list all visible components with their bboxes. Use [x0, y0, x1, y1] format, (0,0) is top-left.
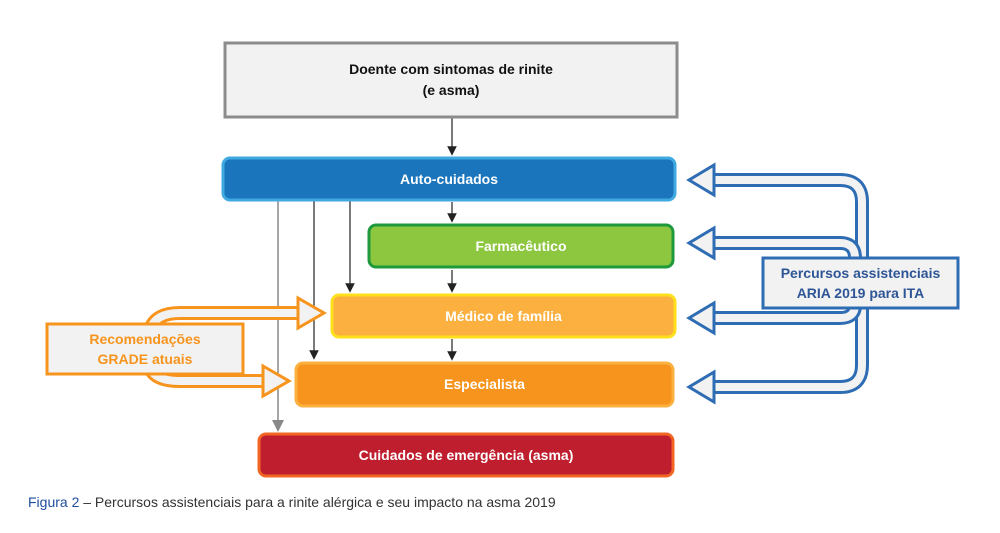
figure-caption: Figura 2 – Percursos assistenciais para …: [28, 494, 556, 510]
caption-text: – Percursos assistenciais para a rinite …: [79, 494, 556, 510]
patient-box: [223, 41, 679, 119]
self-care-box: [221, 156, 677, 202]
grade-line2: GRADE atuais: [97, 351, 193, 367]
specialist-label: Especialista: [444, 376, 525, 392]
gp-box: [330, 293, 677, 339]
gp-label: Médico de família: [445, 307, 562, 324]
pharmacist-box: [367, 223, 675, 269]
aria-label: Percursos assistenciais ARIA 2019 para I…: [763, 258, 958, 308]
pharmacist-label: Farmacêutico: [475, 237, 567, 254]
patient-label: Doente com sintomas de rinite (e asma): [225, 43, 677, 117]
grade-box: [45, 322, 245, 376]
patient-subtext: (e asma): [422, 82, 480, 98]
aria-line1: Percursos assistenciais: [780, 265, 941, 281]
aria-box: [761, 256, 960, 310]
aria-line2: ARIA 2019 para ITA: [796, 285, 925, 301]
grade-label: Recomendações GRADE atuais: [47, 324, 243, 374]
patient-text: Doente com sintomas de rinite: [349, 61, 553, 77]
emergency-label: Cuidados de emergência (asma): [358, 446, 574, 463]
specialist-box: [294, 361, 675, 408]
self-care-label: Auto-cuidados: [400, 170, 498, 187]
figure-number: Figura 2: [28, 494, 80, 510]
emergency-box: [257, 432, 675, 478]
grade-line1: Recomendações: [89, 331, 201, 347]
